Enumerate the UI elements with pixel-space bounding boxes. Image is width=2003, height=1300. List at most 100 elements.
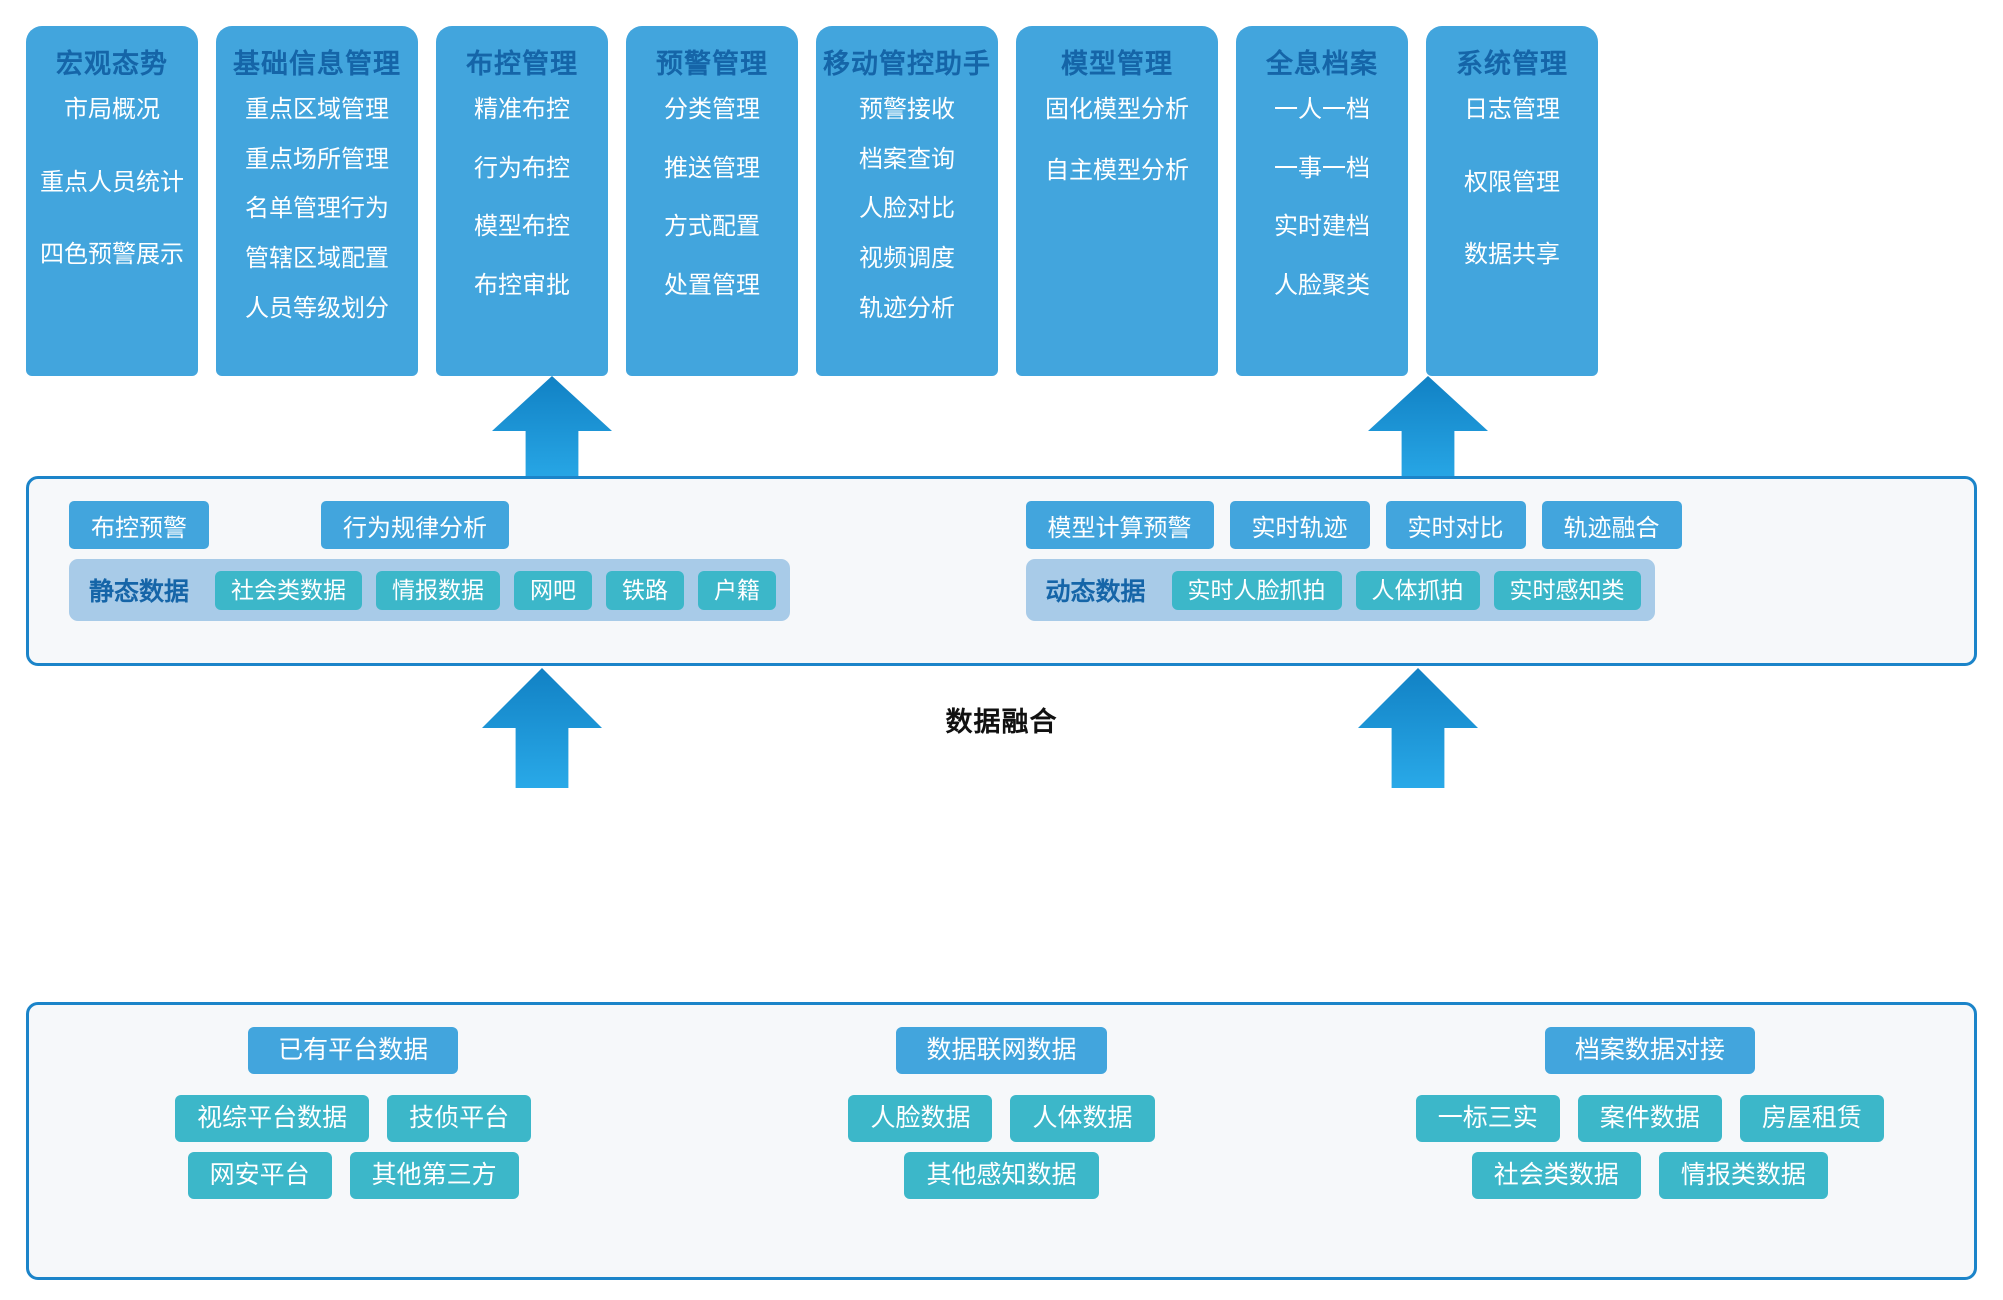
source-group-header[interactable]: 档案数据对接 xyxy=(1544,1027,1755,1074)
module-item[interactable]: 预警接收 xyxy=(859,95,955,123)
source-chip[interactable]: 网安平台 xyxy=(187,1152,332,1199)
source-group-header[interactable]: 已有平台数据 xyxy=(248,1027,459,1074)
module-title: 移动管控助手 xyxy=(823,49,991,79)
static-data-chip[interactable]: 户籍 xyxy=(698,570,777,610)
module-item[interactable]: 一人一档 xyxy=(1274,95,1370,123)
capability-spacer xyxy=(225,501,305,549)
module-item[interactable]: 模型布控 xyxy=(474,213,570,241)
dynamic-data-band-label: 动态数据 xyxy=(1045,578,1146,606)
module-column-7[interactable]: 全息档案一人一档一事一档实时建档人脸聚类 xyxy=(1236,26,1408,376)
source-chip-rows: 视综平台数据技侦平台网安平台其他第三方 xyxy=(29,1095,677,1199)
source-chip[interactable]: 社会类数据 xyxy=(1471,1152,1641,1199)
source-chip[interactable]: 人脸数据 xyxy=(848,1095,993,1142)
arrow-modules-left-icon xyxy=(492,376,612,486)
source-chip-row: 社会类数据情报类数据 xyxy=(1471,1152,1828,1199)
module-item[interactable]: 重点场所管理 xyxy=(245,145,389,173)
module-item[interactable]: 方式配置 xyxy=(664,213,760,241)
module-item[interactable]: 分类管理 xyxy=(664,95,760,123)
module-item-list: 市局概况重点人员统计四色预警展示 xyxy=(26,86,198,376)
source-chip[interactable]: 人体数据 xyxy=(1010,1095,1155,1142)
module-item[interactable]: 名单管理行为 xyxy=(245,195,389,223)
source-chip[interactable]: 情报类数据 xyxy=(1658,1152,1828,1199)
dynamic-capability-chip[interactable]: 轨迹融合 xyxy=(1541,501,1682,549)
module-item-list: 预警接收档案查询人脸对比视频调度轨迹分析 xyxy=(816,86,998,376)
module-item[interactable]: 管辖区域配置 xyxy=(245,245,389,273)
source-group-3: 档案数据对接一标三实案件数据房屋租赁社会类数据情报类数据 xyxy=(1326,1005,1974,1277)
module-item[interactable]: 布控审批 xyxy=(474,272,570,300)
arrow-fusion-right-icon xyxy=(1358,668,1478,788)
source-chip-rows: 人脸数据人体数据其他感知数据 xyxy=(677,1095,1325,1199)
static-capability-chip[interactable]: 行为规律分析 xyxy=(321,501,509,549)
module-item[interactable]: 推送管理 xyxy=(664,154,760,182)
module-item[interactable]: 固化模型分析 xyxy=(1045,95,1189,123)
source-chip-rows: 一标三实案件数据房屋租赁社会类数据情报类数据 xyxy=(1326,1095,1974,1199)
source-chip[interactable]: 技侦平台 xyxy=(387,1095,532,1142)
module-item[interactable]: 人脸对比 xyxy=(859,195,955,223)
static-data-band-label: 静态数据 xyxy=(89,578,190,606)
module-title: 布控管理 xyxy=(466,49,578,79)
data-fusion-label: 数据融合 xyxy=(945,707,1058,737)
module-item[interactable]: 数据共享 xyxy=(1464,241,1560,269)
module-column-4[interactable]: 预警管理分类管理推送管理方式配置处置管理 xyxy=(626,26,798,376)
module-column-8[interactable]: 系统管理日志管理权限管理数据共享 xyxy=(1426,26,1598,376)
dynamic-data-chip[interactable]: 实时感知类 xyxy=(1493,570,1641,610)
module-item-list: 固化模型分析自主模型分析 xyxy=(1016,86,1218,376)
module-item[interactable]: 视频调度 xyxy=(859,245,955,273)
module-item[interactable]: 精准布控 xyxy=(474,95,570,123)
dynamic-data-chip[interactable]: 人体抓拍 xyxy=(1355,570,1480,610)
module-item[interactable]: 档案查询 xyxy=(859,145,955,173)
source-chip[interactable]: 房屋租赁 xyxy=(1739,1095,1884,1142)
source-chip[interactable]: 其他第三方 xyxy=(349,1152,519,1199)
module-item[interactable]: 日志管理 xyxy=(1464,95,1560,123)
source-group-1: 已有平台数据视综平台数据技侦平台网安平台其他第三方 xyxy=(29,1005,677,1277)
module-title: 模型管理 xyxy=(1061,49,1173,79)
module-item[interactable]: 重点人员统计 xyxy=(40,168,184,196)
module-item[interactable]: 一事一档 xyxy=(1274,154,1370,182)
arrow-fusion-left-icon xyxy=(482,668,602,788)
source-group-header[interactable]: 数据联网数据 xyxy=(896,1027,1107,1074)
module-column-1[interactable]: 宏观态势市局概况重点人员统计四色预警展示 xyxy=(26,26,198,376)
dynamic-capability-chip[interactable]: 模型计算预警 xyxy=(1025,501,1214,549)
module-item-list: 分类管理推送管理方式配置处置管理 xyxy=(626,86,798,376)
module-column-2[interactable]: 基础信息管理重点区域管理重点场所管理名单管理行为管辖区域配置人员等级划分 xyxy=(216,26,418,376)
module-item[interactable]: 人脸聚类 xyxy=(1274,272,1370,300)
module-title: 全息档案 xyxy=(1266,49,1378,79)
source-chip-row: 其他感知数据 xyxy=(904,1152,1099,1199)
module-item[interactable]: 四色预警展示 xyxy=(40,241,184,269)
module-column-5[interactable]: 移动管控助手预警接收档案查询人脸对比视频调度轨迹分析 xyxy=(816,26,998,376)
source-chip[interactable]: 其他感知数据 xyxy=(904,1152,1099,1199)
module-item[interactable]: 人员等级划分 xyxy=(245,294,389,322)
static-data-band: 静态数据 社会类数据情报数据网吧铁路户籍 xyxy=(69,559,791,621)
module-column-3[interactable]: 布控管理精准布控行为布控模型布控布控审批 xyxy=(436,26,608,376)
dynamic-data-chip[interactable]: 实时人脸抓拍 xyxy=(1171,570,1342,610)
dynamic-data-side: 模型计算预警实时轨迹实时对比轨迹融合 动态数据 实时人脸抓拍人体抓拍实时感知类 xyxy=(1025,501,1935,641)
source-chip[interactable]: 一标三实 xyxy=(1415,1095,1560,1142)
source-chip[interactable]: 案件数据 xyxy=(1577,1095,1722,1142)
source-chip-row: 网安平台其他第三方 xyxy=(187,1152,519,1199)
module-item[interactable]: 轨迹分析 xyxy=(859,294,955,322)
module-item[interactable]: 重点区域管理 xyxy=(245,95,389,123)
source-chip[interactable]: 视综平台数据 xyxy=(175,1095,370,1142)
module-item[interactable]: 市局概况 xyxy=(64,95,160,123)
module-item[interactable]: 权限管理 xyxy=(1464,168,1560,196)
module-column-6[interactable]: 模型管理固化模型分析自主模型分析 xyxy=(1016,26,1218,376)
static-data-chip[interactable]: 网吧 xyxy=(514,570,593,610)
module-item[interactable]: 实时建档 xyxy=(1274,213,1370,241)
module-item[interactable]: 自主模型分析 xyxy=(1045,156,1189,184)
module-item[interactable]: 行为布控 xyxy=(474,154,570,182)
source-chip-row: 一标三实案件数据房屋租赁 xyxy=(1415,1095,1884,1142)
module-columns-row: 宏观态势市局概况重点人员统计四色预警展示基础信息管理重点区域管理重点场所管理名单… xyxy=(26,26,1977,376)
dynamic-data-band: 动态数据 实时人脸抓拍人体抓拍实时感知类 xyxy=(1025,559,1655,621)
module-item[interactable]: 处置管理 xyxy=(664,272,760,300)
dynamic-capability-chip[interactable]: 实时对比 xyxy=(1385,501,1526,549)
static-data-chip[interactable]: 情报数据 xyxy=(376,570,501,610)
static-data-chip[interactable]: 社会类数据 xyxy=(215,570,363,610)
module-item-list: 精准布控行为布控模型布控布控审批 xyxy=(436,86,608,376)
module-item-list: 一人一档一事一档实时建档人脸聚类 xyxy=(1236,86,1408,376)
source-group-2: 数据联网数据人脸数据人体数据其他感知数据 xyxy=(677,1005,1325,1277)
source-chip-row: 人脸数据人体数据 xyxy=(848,1095,1155,1142)
dynamic-capability-chip[interactable]: 实时轨迹 xyxy=(1229,501,1370,549)
static-capability-chip[interactable]: 布控预警 xyxy=(69,501,209,549)
module-title: 宏观态势 xyxy=(56,49,168,79)
static-data-chip[interactable]: 铁路 xyxy=(606,570,685,610)
